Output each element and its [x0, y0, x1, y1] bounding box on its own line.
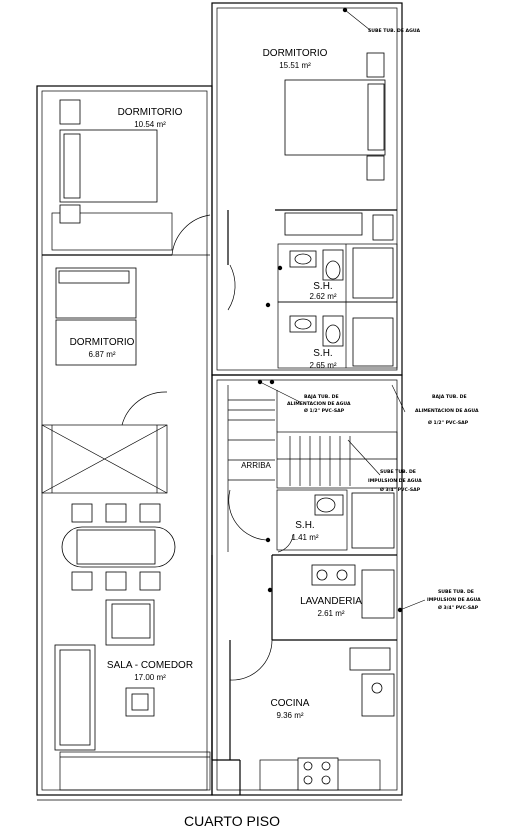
shower: [352, 317, 394, 367]
pipe-note: Ø 3/4" PVC-SAP: [380, 486, 421, 493]
shower: [351, 492, 395, 549]
stair-treads: [227, 385, 397, 552]
room-name: DORMITORIO: [263, 48, 328, 59]
room-area: 2.61 m²: [317, 609, 344, 618]
room-area: 2.62 m²: [309, 292, 336, 301]
nightstand: [59, 99, 81, 125]
furniture: [54, 52, 386, 751]
pipe-note: BAJA TUB. DE: [432, 394, 467, 400]
pipe-note: ALIMENTACION DE AGUA: [415, 408, 479, 414]
room-name: S.H.: [313, 281, 332, 292]
room-area: 17.00 m²: [134, 673, 166, 682]
stove: [297, 757, 339, 791]
wardrobe: [284, 212, 363, 236]
pipe-note: SUBE TUB. DE AGUA: [368, 28, 420, 34]
kitchen-fixtures: [297, 564, 395, 791]
room-name: DORMITORIO: [70, 337, 135, 348]
pipe-notes: SUBE TUB. DE AGUA BAJA TUB. DE ALIMENTAC…: [287, 28, 481, 611]
pipe-note: SUBE TUB. DE: [438, 589, 474, 595]
room-labels: DORMITORIO 15.51 m² DORMITORIO 10.54 m² …: [70, 48, 363, 720]
plan-title: CUARTO PISO: [184, 813, 280, 829]
pipe-note: Ø 3/4" PVC-SAP: [438, 604, 479, 611]
pipe-note: IMPULSION DE AGUA: [368, 478, 422, 484]
pipe-note: BAJA TUB. DE: [304, 394, 339, 400]
pipe-leaders: [257, 7, 426, 613]
room-area: 6.87 m²: [88, 350, 115, 359]
room-area: 2.65 m²: [309, 361, 336, 370]
room-name: DORMITORIO: [118, 107, 183, 118]
shower: [352, 247, 394, 299]
room-name: S.H.: [295, 520, 314, 531]
nightstand: [366, 155, 385, 181]
nightstand: [366, 52, 385, 78]
room-area: 9.36 m²: [276, 711, 303, 720]
pipe-note: SUBE TUB. DE: [380, 469, 416, 475]
room-area: 10.54 m²: [134, 120, 166, 129]
pipe-note: IMPULSION DE AGUA: [427, 597, 481, 603]
room-name: SALA - COMEDOR: [107, 660, 193, 671]
pipe-note: ALIMENTACION DE AGUA: [287, 401, 351, 407]
pipe-note: Ø 1/2" PVC-SAP: [428, 419, 469, 426]
nightstand: [59, 204, 81, 224]
room-name: S.H.: [313, 348, 332, 359]
pipe-note: Ø 1/2" PVC-SAP: [304, 407, 345, 414]
room-area: 1.41 m²: [291, 533, 318, 542]
bathroom-fixtures: [289, 214, 395, 549]
room-area: 15.51 m²: [279, 61, 311, 70]
room-name: LAVANDERIA: [300, 596, 362, 607]
interior-walls: [41, 209, 398, 760]
laundry-machine: [361, 569, 395, 619]
doors: [121, 214, 294, 681]
kitchen-sink: [361, 673, 395, 717]
stair-label: ARRIBA: [241, 461, 271, 470]
room-name: COCINA: [271, 698, 310, 709]
